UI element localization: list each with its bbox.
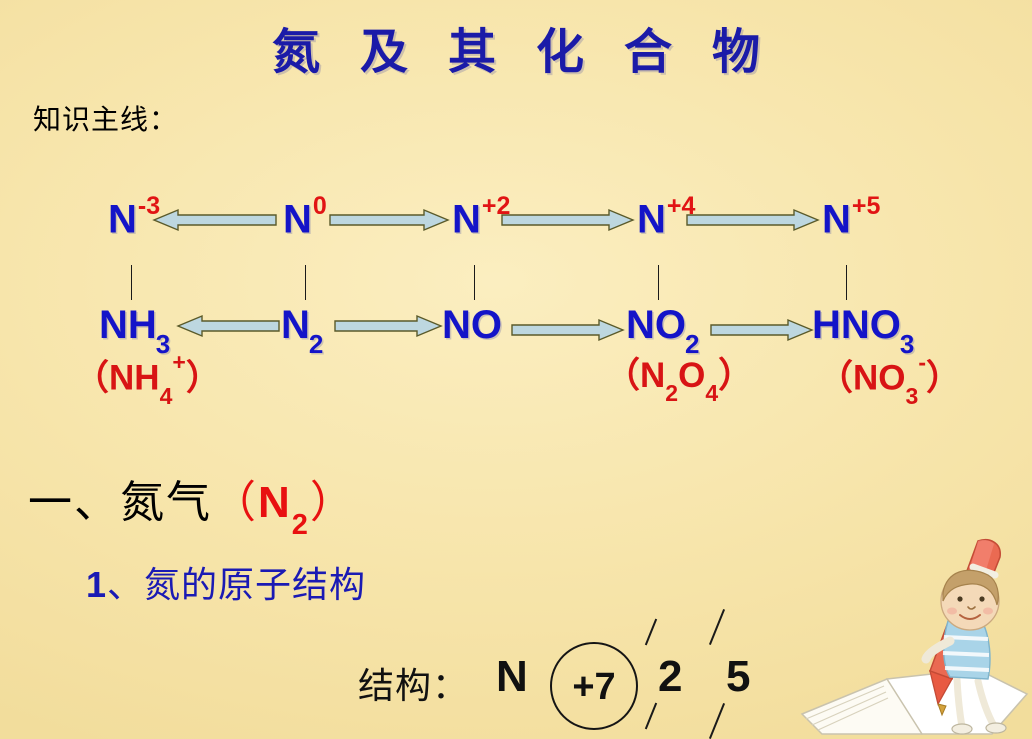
formula-text-0: NH	[99, 303, 157, 347]
shell-electron-count-1: 5	[726, 652, 751, 701]
subtitle-knowledge-line: 知识主线：	[33, 105, 179, 136]
arrow-right-icon-top-1	[328, 208, 450, 232]
ion-sub2-1: 4	[705, 380, 719, 406]
oxidation-symbol-1: N	[283, 197, 312, 242]
arrow-left-icon-bottom-0	[176, 314, 281, 338]
formula-sub-0: 3	[155, 329, 171, 359]
nucleus-circle: +7	[550, 642, 638, 730]
ion-node-2: （NO3 -）	[818, 351, 961, 408]
arrow-right-icon-bottom-1	[333, 314, 443, 338]
subsection-text: 、氮的原子结构	[107, 565, 367, 605]
oxidation-symbol-3: N	[637, 197, 666, 242]
ion-sub-0: 4	[159, 382, 173, 409]
subsection-heading-atomic-structure: 1、氮的原子结构	[86, 556, 366, 608]
oxidation-symbol-4: N	[822, 197, 851, 242]
subsection-number: 1	[86, 564, 108, 605]
child-with-pencil-illustration	[792, 529, 1032, 739]
formula-text-2: NO	[442, 303, 502, 347]
oxidation-node-1: N0	[283, 194, 327, 242]
connector-line-4	[846, 265, 847, 300]
formula-node-1: N2	[281, 303, 324, 357]
ion-sub-2: 3	[905, 382, 919, 409]
connector-line-3	[658, 265, 659, 300]
formula-text-3: NO	[626, 303, 686, 347]
ion-base2-1: O	[678, 356, 706, 395]
formula-sub-1: 2	[308, 329, 324, 359]
oxidation-node-0: N-3	[108, 194, 160, 242]
connector-line-1	[305, 265, 306, 300]
structure-label: 结构：	[358, 666, 470, 706]
arrow-right-icon-bottom-2	[510, 318, 625, 342]
formula-sub-3: 2	[685, 329, 700, 359]
ion-paren-open-1: （	[605, 356, 641, 395]
ion-base-0: NH	[109, 358, 160, 398]
arrow-right-icon-top-3	[685, 208, 820, 232]
shell-arc-top-1	[708, 609, 726, 645]
nuclear-charge-label: +7	[572, 666, 616, 708]
section-heading-formula: N	[258, 478, 292, 527]
shell-arc-bottom-0	[644, 702, 658, 730]
oxidation-charge-1: 0	[312, 192, 327, 220]
ion-paren-close-1: ）	[718, 356, 754, 395]
section-heading-prefix: 一、氮气	[28, 478, 212, 527]
section-heading-nitrogen-gas: 一、氮气（N2）	[28, 466, 356, 541]
ion-sup-2: -	[918, 349, 926, 375]
shell-arc-bottom-1	[708, 703, 726, 739]
nitrogen-oxidation-diagram: N-3 N0 N+2 N+4 N+5	[0, 170, 1032, 408]
formula-sub-4: 3	[899, 329, 915, 359]
oxidation-symbol-2: N	[452, 197, 481, 242]
ion-paren-open-2: （	[818, 358, 854, 398]
formula-text-4: HNO	[812, 303, 901, 347]
ion-paren-open-0: （	[74, 358, 110, 398]
ion-base-2: NO	[853, 358, 906, 398]
section-paren-close: ）	[309, 478, 356, 527]
section-paren-open: （	[212, 478, 258, 527]
formula-node-4: HNO3	[812, 303, 915, 357]
oxidation-charge-0: -3	[137, 192, 161, 220]
oxidation-node-4: N+5	[822, 194, 880, 242]
formula-node-3: NO2	[626, 303, 700, 357]
formula-node-2: NO	[442, 305, 502, 351]
ion-node-0: （NH4 +）	[74, 351, 221, 408]
connector-line-2	[474, 265, 475, 300]
formula-node-0: NH3	[99, 303, 171, 357]
ion-node-1: （N2O4）	[605, 356, 754, 405]
arrow-left-icon-top-0	[152, 208, 278, 232]
ion-sub-1: 2	[665, 380, 679, 406]
arrow-right-icon-bottom-3	[709, 318, 814, 342]
page-title: 氮 及 其 化 合 物	[271, 26, 774, 79]
ion-paren-close-0: ）	[185, 358, 221, 398]
connector-line-0	[131, 265, 132, 300]
shell-electron-count-0: 2	[658, 652, 683, 701]
structure-element-symbol: N	[496, 652, 528, 701]
oxidation-charge-4: +5	[851, 192, 881, 220]
ion-sup-0: +	[172, 349, 186, 375]
oxidation-node-2: N+2	[452, 194, 510, 242]
ion-base-1: N	[640, 356, 666, 395]
section-heading-formula-sub: 2	[291, 508, 310, 541]
oxidation-symbol-0: N	[108, 197, 137, 242]
arrow-right-icon-top-2	[500, 208, 635, 232]
shell-arc-top-0	[644, 618, 658, 646]
formula-text-1: N	[281, 303, 310, 347]
ion-paren-close-2: ）	[925, 358, 961, 398]
